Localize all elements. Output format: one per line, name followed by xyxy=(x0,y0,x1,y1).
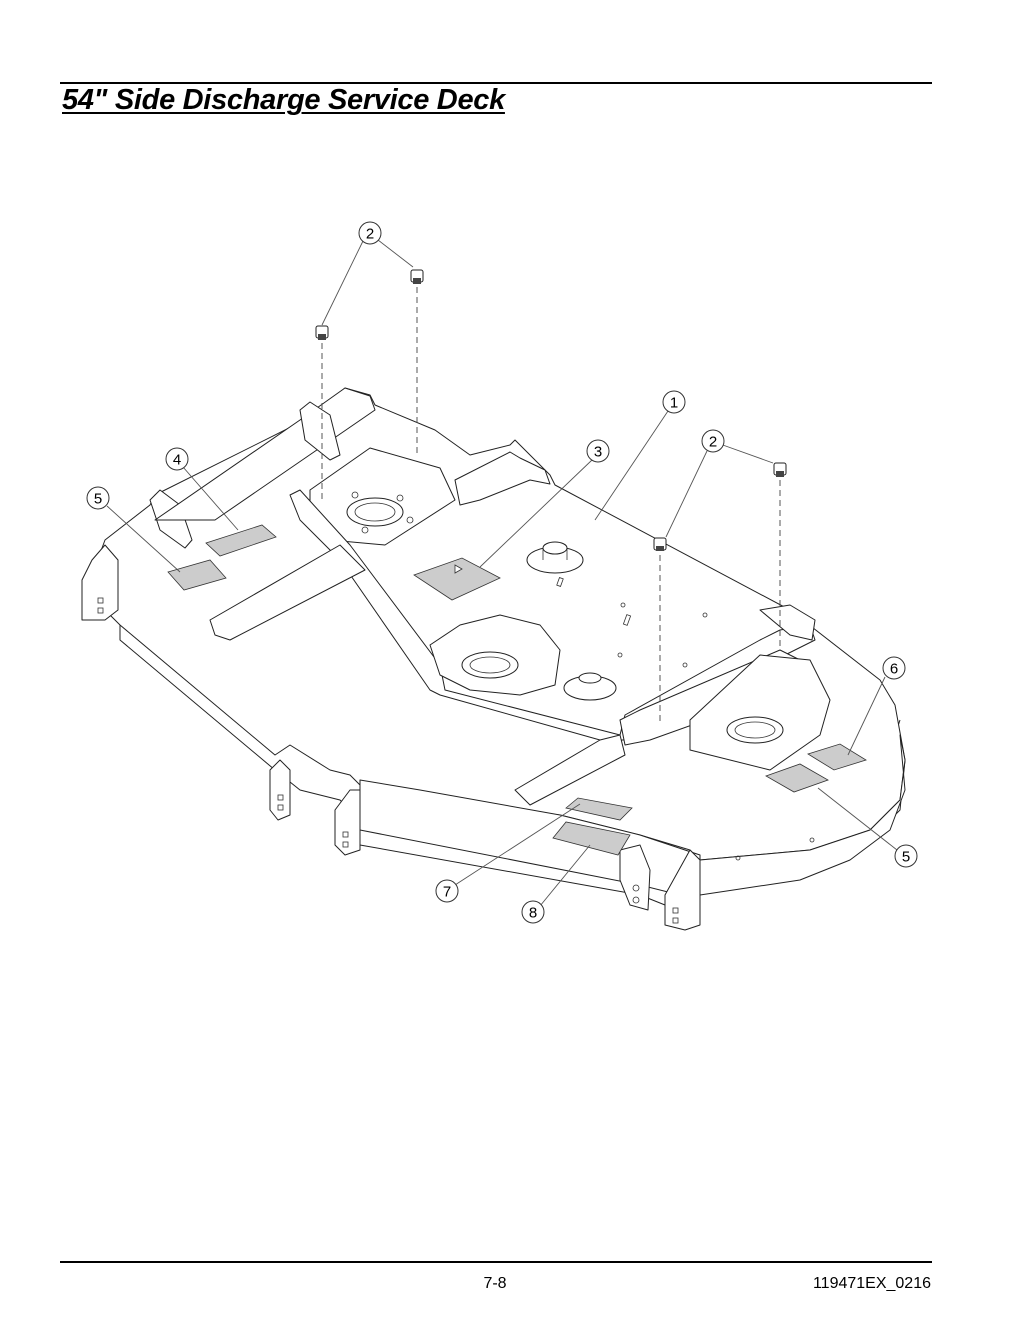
callout-label: 3 xyxy=(594,444,602,461)
decal-7 xyxy=(565,797,633,821)
callout-5-right: 5 xyxy=(894,844,918,868)
fastener-left-front xyxy=(315,325,329,340)
decal-8 xyxy=(552,821,631,856)
callout-4: 4 xyxy=(165,447,189,471)
document-code: 119471EX_0216 xyxy=(812,1275,931,1292)
callout-label: 4 xyxy=(173,452,181,469)
callout-8: 8 xyxy=(521,900,545,924)
fastener-left-rear xyxy=(410,269,424,284)
decal-5-left xyxy=(167,559,227,591)
callout-2-right: 2 xyxy=(701,429,725,453)
fasteners xyxy=(315,269,787,725)
callout-5-left: 5 xyxy=(86,486,110,510)
decal-3 xyxy=(413,557,501,601)
bottom-rule xyxy=(60,1261,932,1263)
top-rule xyxy=(60,82,932,84)
callout-label: 2 xyxy=(709,434,717,451)
callout-label: 5 xyxy=(902,849,910,866)
page-number: 7-8 xyxy=(483,1275,507,1292)
fastener-right-rear xyxy=(773,462,787,477)
leader-lines xyxy=(106,239,898,907)
callout-1: 1 xyxy=(662,390,686,414)
callout-label: 5 xyxy=(94,491,102,508)
decals xyxy=(167,524,867,856)
fastener-right-front xyxy=(653,537,667,551)
callout-3: 3 xyxy=(586,439,610,463)
callout-label: 7 xyxy=(443,884,451,901)
callout-6: 6 xyxy=(882,656,906,680)
callout-label: 6 xyxy=(890,661,898,678)
decal-4 xyxy=(205,524,277,557)
page-title: 54" Side Discharge Service Deck xyxy=(62,84,505,116)
decal-6 xyxy=(807,743,867,771)
callout-label: 2 xyxy=(366,226,374,243)
callout-2-top-left: 2 xyxy=(358,221,382,245)
decal-5-right xyxy=(765,763,829,793)
callout-label: 8 xyxy=(529,905,537,922)
callout-label: 1 xyxy=(670,395,678,412)
callout-7: 7 xyxy=(435,879,459,903)
decal-3-triangle xyxy=(454,564,463,574)
deck-body xyxy=(81,387,906,931)
